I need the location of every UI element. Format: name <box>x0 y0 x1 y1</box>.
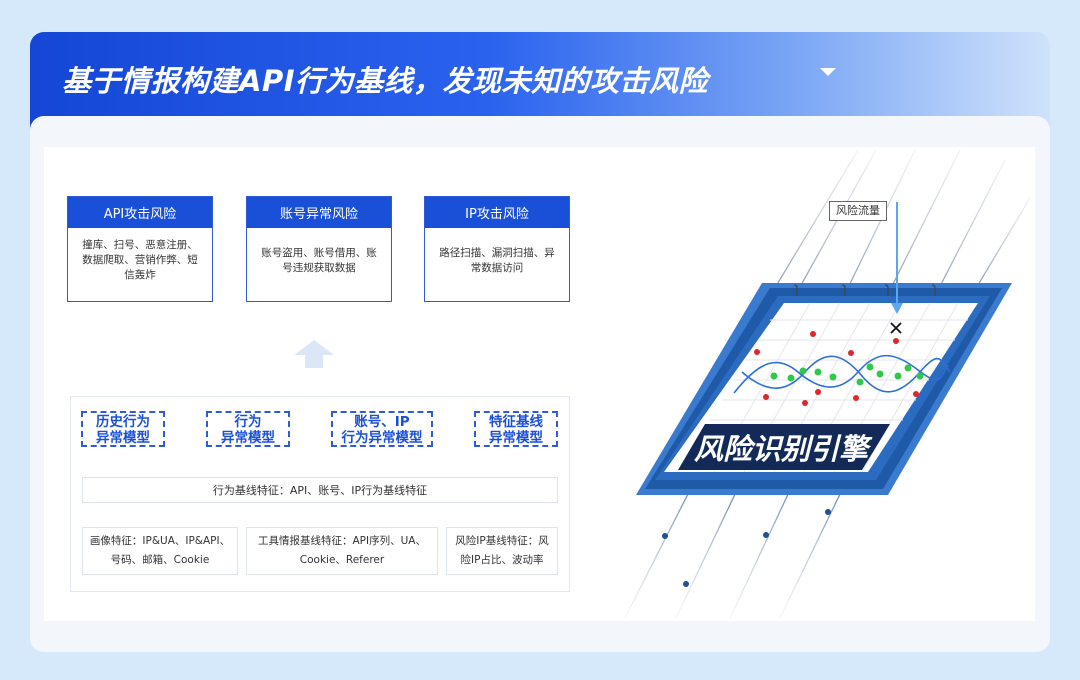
risk-card-line: 信轰炸 <box>124 269 156 281</box>
model-label: 异常模型 <box>96 429 150 446</box>
risk-card-line: 号违规获取数据 <box>282 262 356 274</box>
risk-card-api: API攻击风险 撞库、扫号、恶意注册、 数据爬取、营销作弊、短 信轰炸 <box>67 196 213 302</box>
model-label: 行为 <box>234 413 262 430</box>
feature-line: 画像特征：IP&UA、IP&API、 <box>89 535 231 547</box>
risk-card-title: API攻击风险 <box>68 197 212 228</box>
risk-card-body: 路径扫描、漏洞扫描、异 常数据访问 <box>425 228 569 276</box>
block-x-icon <box>890 322 902 334</box>
feature-line: 险IP占比、波动率 <box>460 554 544 566</box>
risk-engine-illustration: 风险识别引擎 <box>624 149 1031 619</box>
model-behavior: 行为 异常模型 <box>206 411 290 447</box>
model-feature-baseline: 特征基线 异常模型 <box>474 411 558 447</box>
model-label: 异常模型 <box>489 429 543 446</box>
risk-card-line: 常数据访问 <box>470 262 524 274</box>
feature-line: 号码、邮箱、Cookie <box>110 554 210 566</box>
page-title: 基于情报构建API行为基线，发现未知的攻击风险 <box>62 64 708 98</box>
risk-card-account: 账号异常风险 账号盗用、账号借用、账 号违规获取数据 <box>246 196 392 302</box>
outgoing-lines <box>624 489 843 619</box>
model-label: 特征基线 <box>489 413 543 430</box>
risk-card-title: IP攻击风险 <box>425 197 569 228</box>
model-history-behavior: 历史行为 异常模型 <box>81 411 165 447</box>
engine-label-plate <box>678 424 890 470</box>
feature-risk-ip: 风险IP基线特征：风 险IP占比、波动率 <box>446 527 558 575</box>
risk-traffic-dots <box>754 331 919 406</box>
risk-card-line: 撞库、扫号、恶意注册、 <box>82 239 198 251</box>
model-label: 历史行为 <box>96 413 150 430</box>
feature-line: 风险IP基线特征：风 <box>455 535 549 547</box>
model-account-ip: 账号、IP 行为异常模型 <box>331 411 433 447</box>
incoming-lines <box>769 149 1031 297</box>
risk-card-line: 账号盗用、账号借用、账 <box>261 247 377 259</box>
baseline-feature-bar: 行为基线特征：API、账号、IP行为基线特征 <box>82 477 558 503</box>
model-label: 异常模型 <box>221 429 275 446</box>
feature-tool-intel: 工具情报基线特征：API序列、UA、 Cookie、Referer <box>246 527 438 575</box>
outgoing-dots <box>662 509 831 587</box>
traffic-waves <box>733 354 951 394</box>
sensor-hooks <box>793 284 936 296</box>
model-label: 账号、IP <box>354 413 410 430</box>
chevron-down-icon[interactable] <box>820 68 836 76</box>
risk-card-line: 路径扫描、漏洞扫描、异 <box>439 247 555 259</box>
normal-traffic-dots <box>770 363 924 386</box>
risk-card-body: 撞库、扫号、恶意注册、 数据爬取、营销作弊、短 信轰炸 <box>68 228 212 283</box>
model-label: 行为异常模型 <box>341 429 423 446</box>
feature-line: 工具情报基线特征：API序列、UA、 <box>258 535 426 547</box>
feature-line: Cookie、Referer <box>299 554 385 566</box>
risk-card-line: 数据爬取、营销作弊、短 <box>82 254 198 266</box>
risk-card-title: 账号异常风险 <box>247 197 391 228</box>
risk-card-ip: IP攻击风险 路径扫描、漏洞扫描、异 常数据访问 <box>424 196 570 302</box>
up-arrow-icon <box>294 340 334 368</box>
engine-label: 风险识别引擎 <box>694 432 873 466</box>
feature-profile: 画像特征：IP&UA、IP&API、 号码、邮箱、Cookie <box>82 527 238 575</box>
risk-card-body: 账号盗用、账号借用、账 号违规获取数据 <box>247 228 391 276</box>
risk-flow-label: 风险流量 <box>829 201 887 221</box>
